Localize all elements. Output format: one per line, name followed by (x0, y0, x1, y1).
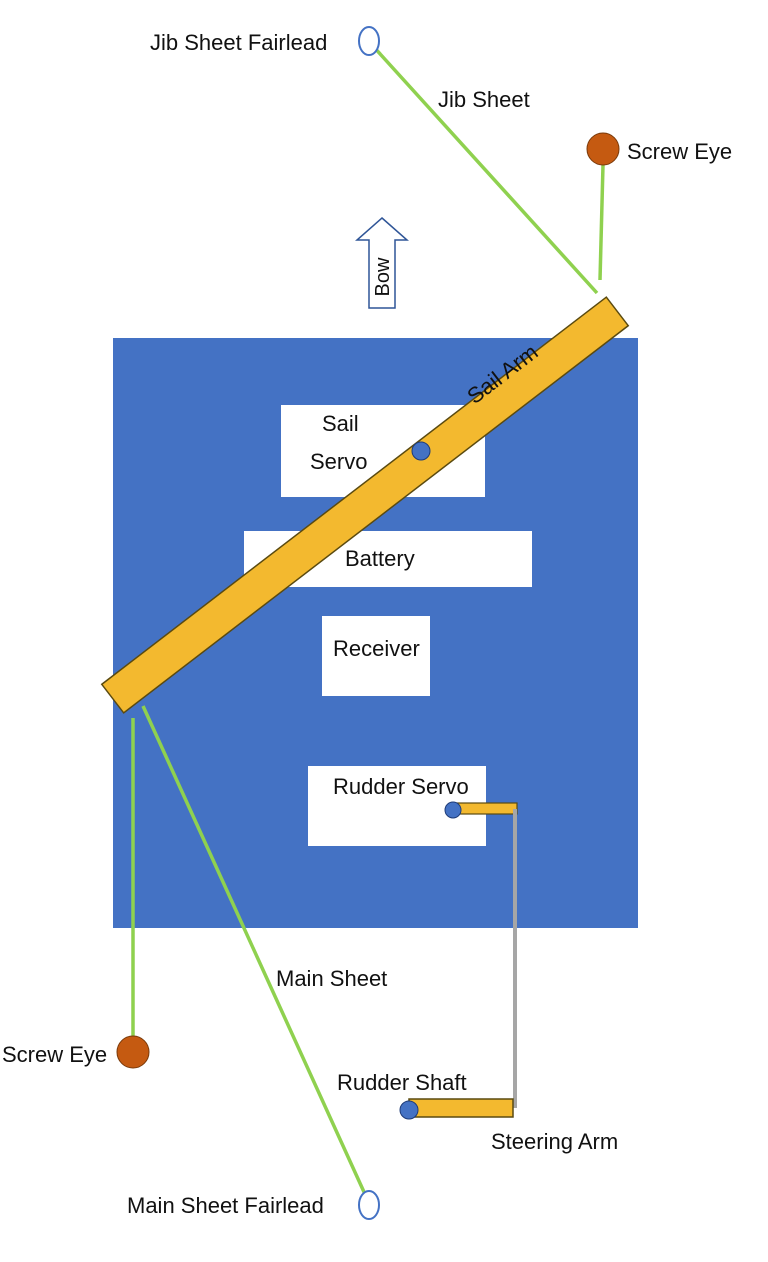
steering-arm-label: Steering Arm (491, 1129, 618, 1154)
main-sheet-fairlead-label: Main Sheet Fairlead (127, 1193, 324, 1218)
screw-eye-bottom-label: Screw Eye (2, 1042, 107, 1067)
sail-arm (100, 296, 630, 714)
rudder-servo-arm (454, 802, 518, 815)
rudder-shaft-pivot (399, 1100, 419, 1120)
battery-label: Battery (345, 546, 415, 571)
jib-sheet-label: Jib Sheet (438, 87, 530, 112)
receiver-label: Receiver (333, 636, 420, 661)
steering-arm (408, 1098, 514, 1118)
sail-servo-label-line2: Servo (310, 449, 367, 474)
receiver-box (322, 616, 430, 696)
main-sheet-label: Main Sheet (276, 966, 387, 991)
screw-eye-top-label: Screw Eye (627, 139, 732, 164)
jib-sheet-line (370, 43, 599, 295)
sail-servo-pivot (411, 441, 431, 461)
screw-eye-bottom (116, 1035, 150, 1069)
main-sheet-line (141, 705, 371, 1204)
bow-label: Bow (372, 257, 394, 296)
main-sheet-fairlead-ring (358, 1190, 380, 1220)
jib-sheet-fairlead-ring (358, 26, 380, 56)
bow-arrow (355, 217, 409, 309)
sail-servo-label-line1: Sail (322, 411, 359, 436)
rudder-servo-pivot (444, 801, 462, 819)
jib-sheet-fairlead-label: Jib Sheet Fairlead (150, 30, 327, 55)
rudder-shaft-label: Rudder Shaft (337, 1070, 467, 1095)
screw-eye-top (586, 132, 620, 166)
jib-screw-eye-line (598, 164, 605, 281)
rudder-servo-label: Rudder Servo (333, 774, 469, 799)
